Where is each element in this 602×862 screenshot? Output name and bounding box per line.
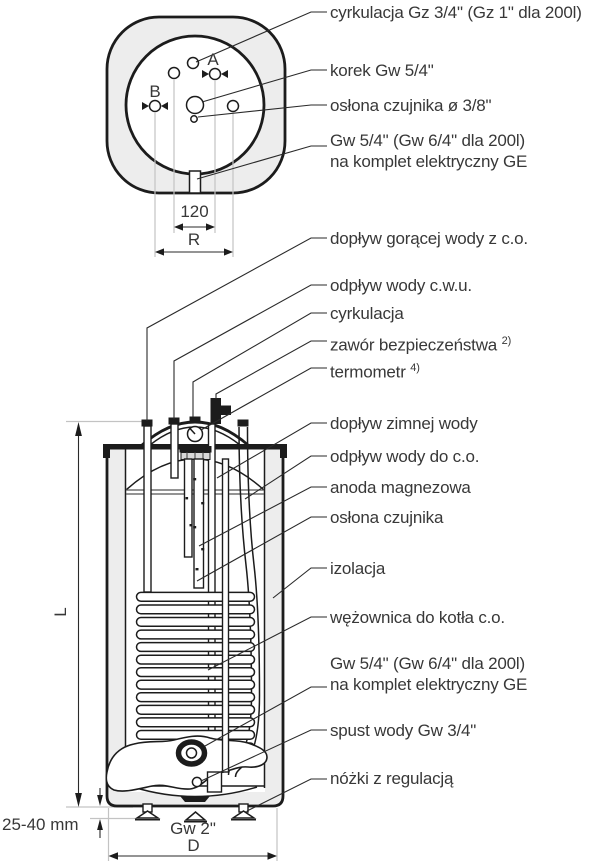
port-plug-center — [185, 95, 205, 115]
ge-flange-hole — [185, 747, 198, 759]
leader-sensor-sheath — [196, 516, 327, 582]
port-a-label: A — [207, 50, 219, 69]
anode-assembly — [179, 446, 212, 589]
leader-ge-socket-top — [196, 145, 327, 180]
leader-ge-flange — [204, 686, 327, 747]
leader-safety-valve — [215, 340, 327, 399]
port-b-label: B — [149, 82, 161, 101]
stub-circulation — [189, 416, 201, 424]
leader-hot-in — [146, 237, 327, 421]
foot-center — [183, 811, 208, 821]
dim-d-label: D — [187, 836, 200, 855]
arrow-a-right-icon — [221, 70, 228, 78]
leader-insulation — [272, 567, 327, 599]
pipe-dhw-out — [170, 423, 179, 479]
dim-gw2-label: Gw 2" — [170, 819, 216, 838]
pipe-front — [221, 458, 230, 773]
leader-thermometer — [200, 367, 327, 431]
callout-sensor-sheath: osłona czujnika — [330, 508, 444, 527]
port-top-left — [167, 66, 181, 80]
pipe-hot-in — [143, 425, 152, 593]
anode-mount-cap — [179, 446, 212, 453]
port-a — [208, 67, 222, 81]
arrow-a-left-icon — [202, 70, 209, 78]
callout-cold-in: dopływ zimnej wody — [330, 414, 478, 433]
dim-r-label: R — [187, 230, 201, 249]
sensor-sheath-tube — [183, 458, 193, 558]
dimension-l — [75, 422, 82, 807]
leaders — [146, 237, 327, 812]
callout-insulation: izolacja — [330, 559, 386, 578]
port-circulation — [186, 56, 200, 70]
dim-foot-label: 25-40 mm — [2, 815, 79, 834]
port-right — [226, 99, 240, 113]
cold-pipe-fitting — [206, 771, 223, 793]
leader-circulation-top — [195, 11, 327, 63]
leader-cold-in — [216, 422, 327, 479]
dimension-r — [155, 248, 233, 256]
magnesium-anode — [193, 458, 205, 589]
leader-dhw-out — [173, 284, 327, 419]
stub-dhw-out — [168, 417, 180, 425]
leader-sensor-sheath-top — [197, 104, 327, 118]
foot-left — [134, 810, 161, 819]
dim-l-label: L — [51, 607, 70, 617]
leader-circulation — [192, 312, 327, 417]
ge-socket-notch — [188, 170, 202, 194]
foot-right — [230, 810, 257, 819]
callout-circulation: cyrkulacja — [330, 304, 404, 323]
callout-drain: spust wody Gw 3/4" — [330, 721, 477, 740]
callout-ge-flange: Gw 5/4" (Gw 6/4" dla 200l)na komplet ele… — [330, 654, 528, 694]
leader-coil — [207, 616, 327, 671]
dimension-120 — [174, 223, 215, 231]
port-sensor-sheath — [190, 115, 198, 123]
callout-feet: nóżki z regulacją — [330, 769, 454, 788]
bottom-thread-port — [180, 796, 210, 802]
top-view — [105, 11, 327, 257]
callout-sensor-sheath-top: osłona czujnika ø 3/8" — [330, 96, 492, 115]
feet — [134, 803, 257, 823]
leader-feet — [246, 778, 327, 812]
stub-hot-in — [141, 419, 153, 427]
callout-co-out: odpływ wody do c.o. — [330, 447, 480, 466]
arrow-b-left-icon — [142, 102, 149, 110]
callout-anode: anoda magnezowa — [330, 478, 471, 497]
leader-anode — [198, 486, 327, 547]
stub-coil-return — [237, 419, 249, 427]
dim-120-label: 120 — [180, 202, 209, 221]
callout-plug: korek Gw 5/4" — [330, 61, 434, 80]
callout-ge-socket-top: Gw 5/4" (Gw 6/4" dla 200l)na komplet ele… — [330, 131, 528, 171]
side-view — [66, 237, 327, 861]
callout-circulation-top: cyrkulacja Gz 3/4" (Gz 1" dla 200l) — [330, 3, 582, 22]
leader-co-out — [244, 455, 327, 500]
callout-dhw-out: odpływ wody c.w.u. — [330, 276, 472, 295]
leader-drain — [200, 729, 327, 782]
callout-hot-in: dopływ gorącej wody z c.o. — [330, 229, 528, 248]
drain-port — [191, 776, 203, 788]
safety-valve — [210, 398, 231, 424]
port-b — [148, 99, 162, 113]
thermometer — [186, 425, 204, 443]
leader-plug — [201, 69, 327, 103]
dimension-d — [108, 852, 277, 860]
callout-thermometer: termometr 4) — [330, 362, 420, 382]
callout-coil: wężownica do kotła c.o. — [330, 608, 505, 627]
dimension-foot — [97, 788, 103, 838]
arrow-b-right-icon — [161, 102, 168, 110]
callout-safety-valve: zawór bezpieczeństwa 2) — [330, 335, 512, 355]
